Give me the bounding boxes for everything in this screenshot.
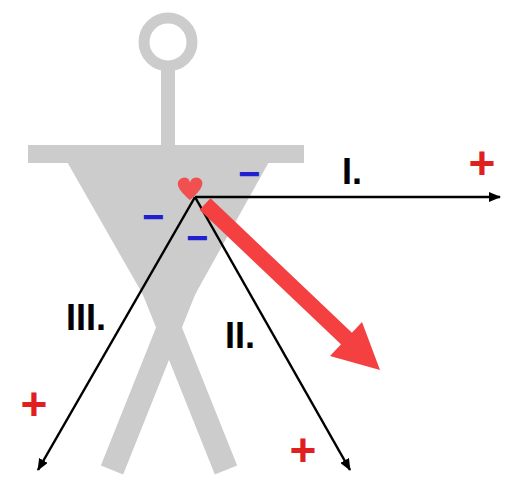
minus-sign: − bbox=[186, 219, 208, 257]
plus-sign: + bbox=[21, 381, 48, 427]
lead-ii-arrow bbox=[195, 197, 350, 470]
lead-i-arrow bbox=[195, 196, 500, 199]
lead-name: III. bbox=[66, 300, 106, 336]
lead-name: II. bbox=[225, 318, 255, 354]
minus-sign: − bbox=[238, 155, 260, 193]
heart-vector-arrow bbox=[205, 204, 380, 370]
body-figure bbox=[28, 18, 304, 470]
plus-sign: + bbox=[469, 140, 496, 186]
minus-sign: − bbox=[142, 198, 164, 236]
plus-sign: + bbox=[290, 427, 317, 473]
lead-iii-arrow bbox=[38, 197, 195, 470]
lead-name: I. bbox=[342, 154, 362, 190]
